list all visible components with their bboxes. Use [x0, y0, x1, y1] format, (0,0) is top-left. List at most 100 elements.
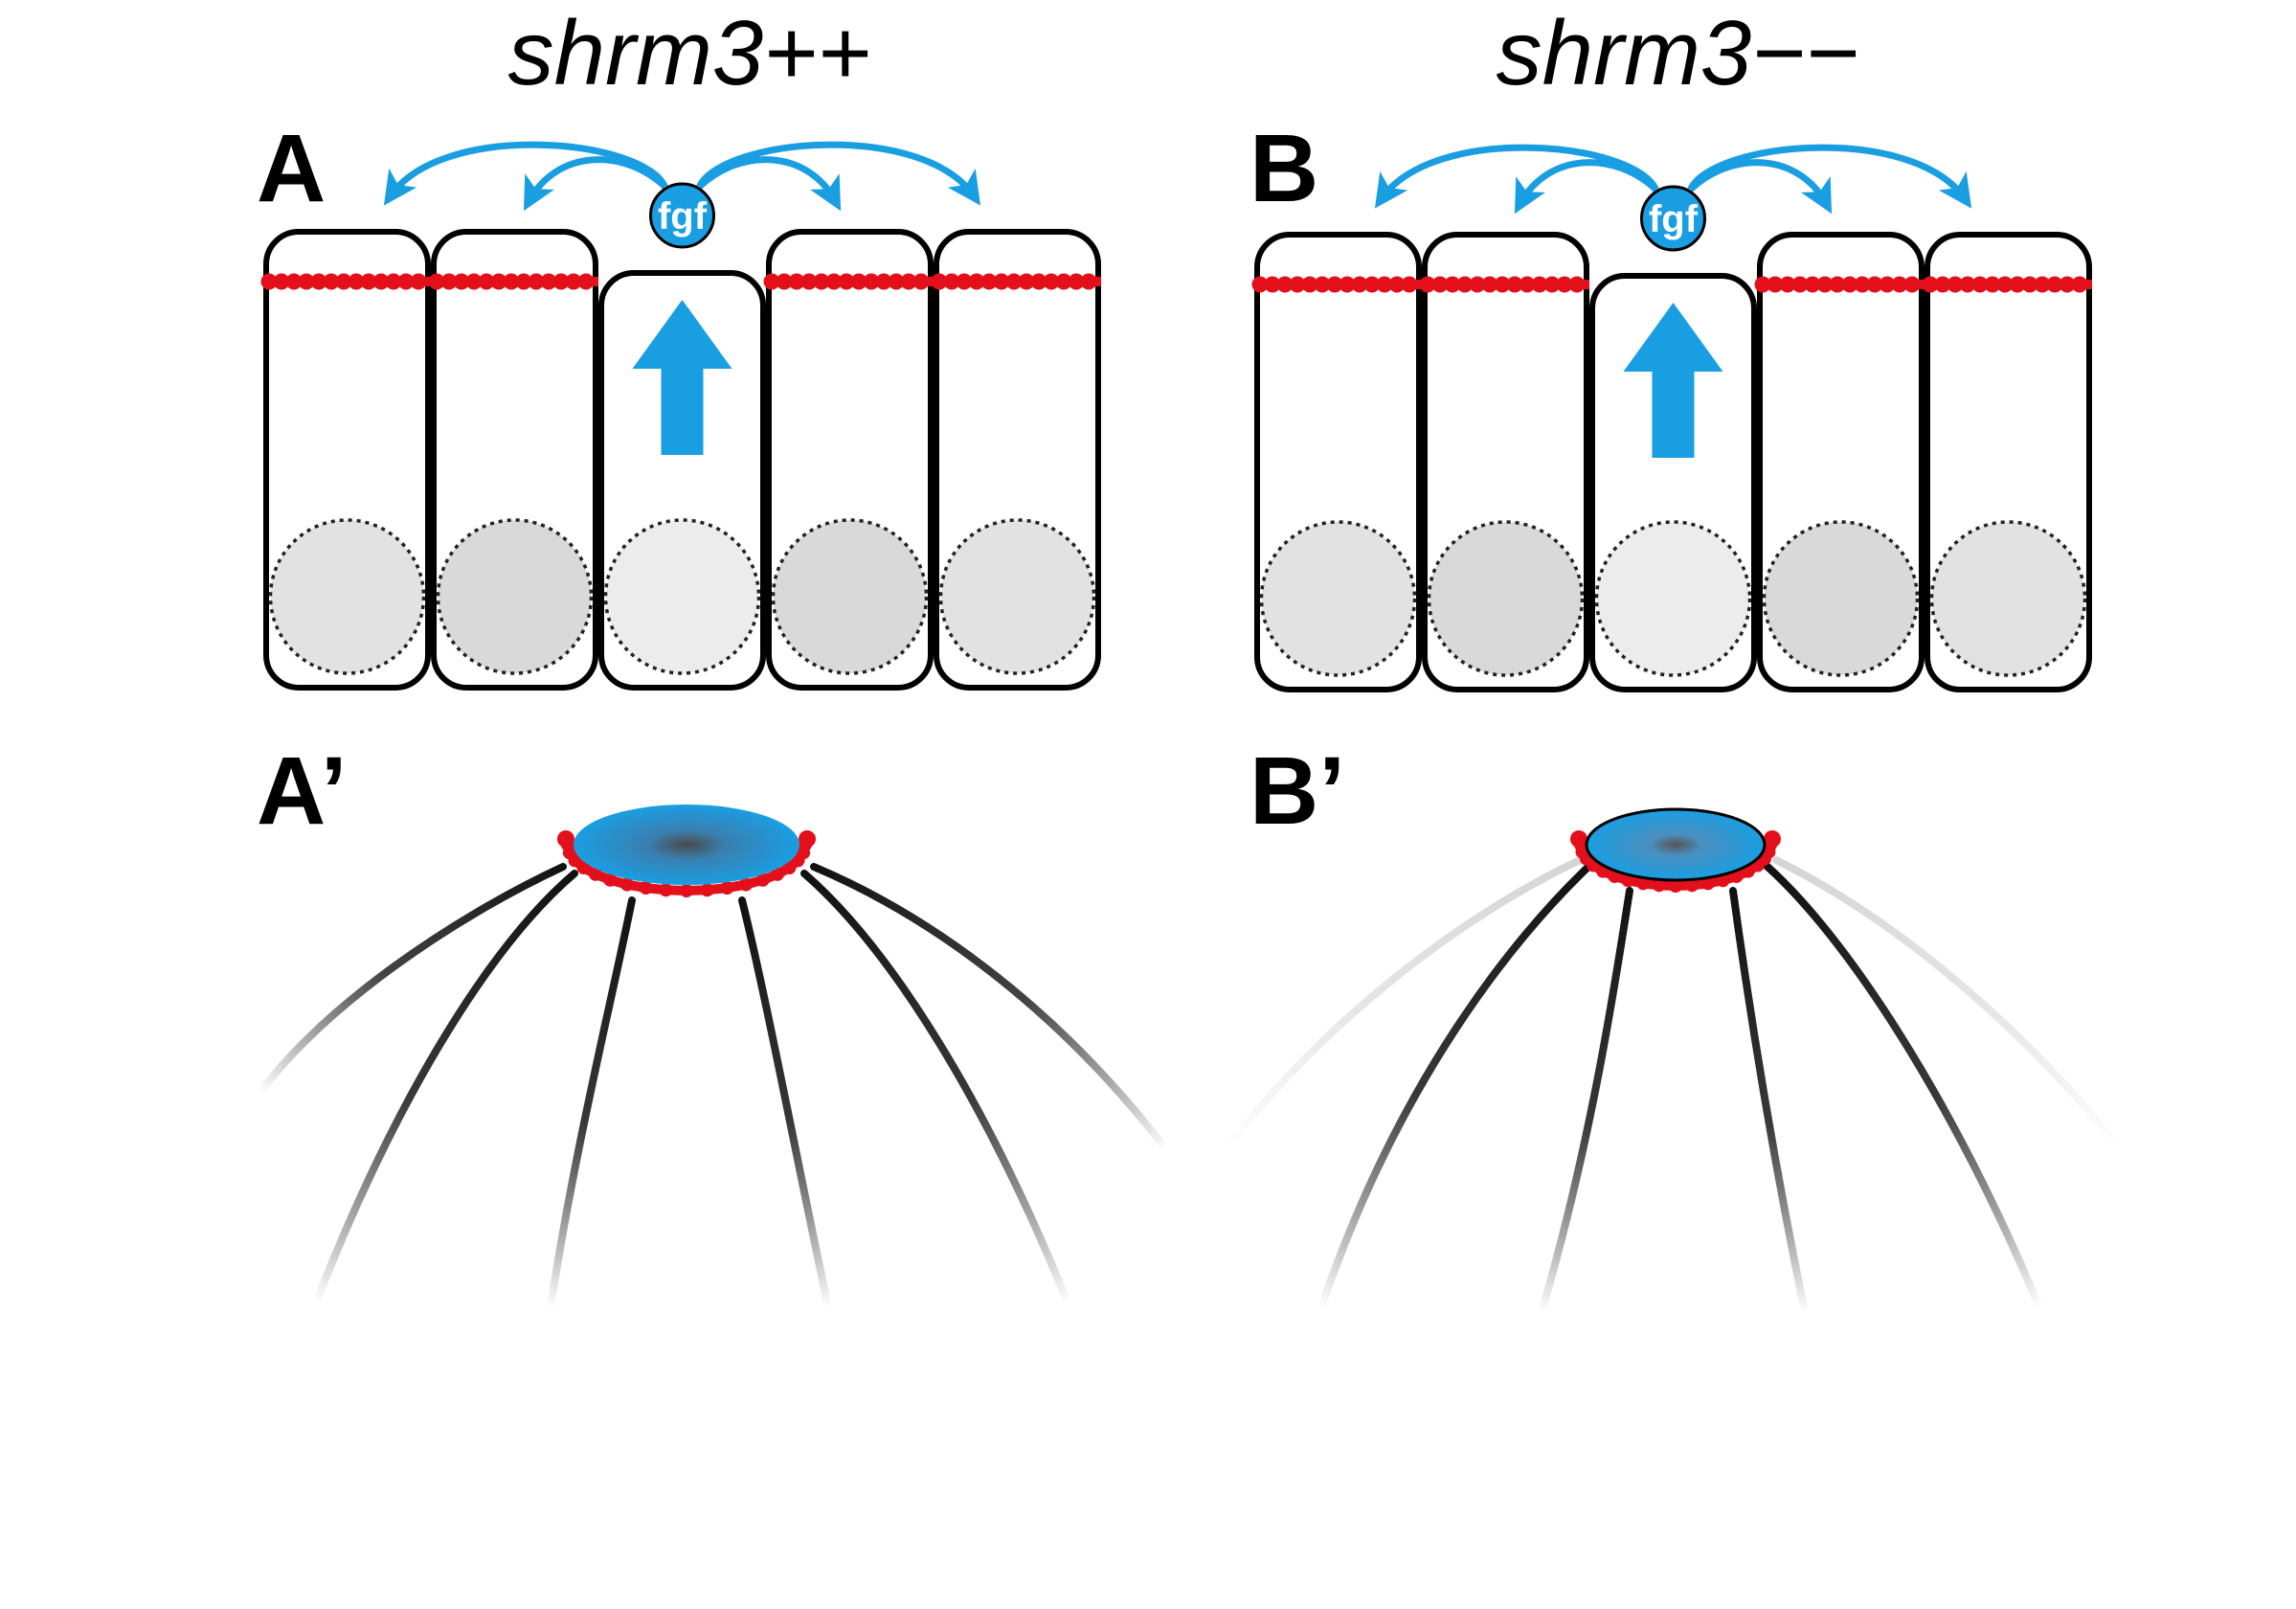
nucleus-icon [938, 518, 1096, 675]
apical-junction [428, 273, 598, 290]
junction-bead [565, 273, 582, 290]
junction-bead [1376, 276, 1393, 293]
junction-bead [1531, 276, 1548, 293]
junction-bead [968, 273, 985, 290]
epithelial-cell [763, 229, 934, 691]
junction-bead [1068, 273, 1085, 290]
junction-bead [1947, 276, 1964, 293]
nucleus-icon [1259, 520, 1417, 677]
junction-bead [1804, 276, 1821, 293]
junction-bead [1829, 276, 1846, 293]
junction-bead [1339, 276, 1356, 293]
rosette-cell-boundary [1538, 887, 1633, 1316]
junction-bead [1301, 276, 1318, 293]
junction-bead [1519, 276, 1536, 293]
signaling-arrow [1514, 159, 1658, 215]
junction-bead [1779, 276, 1796, 293]
junction-bead [1700, 876, 1715, 891]
junction-bead [1251, 276, 1269, 293]
nucleus-icon [268, 518, 426, 675]
junction-bead [1854, 276, 1871, 293]
junction-bead [770, 867, 784, 881]
junction-bead [310, 273, 327, 290]
junction-bead [552, 273, 570, 290]
junction-bead [1289, 276, 1306, 293]
junction-bead [1841, 276, 1858, 293]
junction-bead [2009, 276, 2026, 293]
junction-bead [1816, 276, 1834, 293]
apical-arrow-icon [1623, 303, 1723, 458]
junction-bead [503, 273, 520, 290]
signaling-arrow [697, 156, 842, 212]
fgf-label: fgf [658, 195, 708, 238]
junction-bead [465, 273, 483, 290]
apical-arrow-icon [632, 300, 732, 455]
junction-bead [782, 861, 797, 874]
junction-bead [1543, 276, 1561, 293]
junction-bead [813, 273, 830, 290]
apical-junction [1251, 276, 1422, 293]
junction-bead [2021, 276, 2038, 293]
junction-bead [1934, 276, 1951, 293]
junction-bead [1767, 276, 1784, 293]
junction-bead [478, 273, 495, 290]
junction-bead [348, 273, 365, 290]
junction-bead [260, 273, 278, 290]
junction-bead [1984, 276, 2001, 293]
junction-bead [639, 881, 653, 895]
apical-junction [1419, 276, 1589, 293]
junction-bead [1570, 830, 1587, 848]
junction-bead [1055, 273, 1072, 290]
signaling-arrow [696, 141, 981, 206]
nucleus-icon [436, 518, 594, 675]
junction-bead [372, 273, 390, 290]
fgf-circle [1640, 185, 1706, 252]
genotype-label-wildtype: shrm3++ [508, 2, 871, 104]
junction-bead [540, 273, 557, 290]
fgf-label: fgf [1649, 198, 1699, 240]
junction-bead [956, 273, 973, 290]
apical-junction [260, 273, 431, 290]
junction-bead [1456, 276, 1474, 293]
junction-bead [515, 273, 532, 290]
junction-bead [410, 273, 427, 290]
junction-bead [1959, 276, 1976, 293]
junction-bead [1080, 273, 1097, 290]
rosette-mutant [1222, 807, 2125, 1316]
junction-bead [603, 872, 618, 887]
apical-junction [1922, 276, 2092, 293]
panel-letter-a-prime: A’ [257, 737, 347, 845]
junction-bead [1326, 276, 1343, 293]
junction-bead [2071, 276, 2088, 293]
nucleus-icon [603, 518, 761, 675]
junction-bead [1669, 879, 1682, 893]
junction-bead [1996, 276, 2014, 293]
panel-letter-b-prime: B’ [1249, 737, 1345, 845]
junction-bead [1791, 276, 1809, 293]
junction-bead [720, 881, 734, 895]
junction-bead [659, 883, 673, 897]
junction-bead [788, 273, 805, 290]
junction-bead [2046, 276, 2063, 293]
junction-bead [1652, 878, 1666, 893]
junction-bead [900, 273, 917, 290]
signaling-arrow [383, 141, 668, 206]
junction-bead [1018, 273, 1035, 290]
epithelial-cell [1251, 232, 1422, 692]
junction-bead [799, 830, 816, 848]
junction-bead [1030, 273, 1047, 290]
junction-bead [1879, 276, 1896, 293]
epithelium-wildtype: fgf [260, 141, 1101, 691]
fgf-signal-icon: fgf [1640, 185, 1706, 252]
nucleus-icon [1762, 520, 1920, 677]
junction-bead [931, 273, 948, 290]
rosette-cell-boundary [810, 863, 1170, 1153]
genotype-label-mutant: shrm3−− [1497, 2, 1859, 104]
signaling-arrow [523, 156, 667, 212]
rosette-wildtype [257, 804, 1170, 1311]
junction-bead [700, 883, 714, 897]
junction-bead [1971, 276, 1989, 293]
nucleus-icon [1427, 520, 1585, 677]
junction-bead [680, 884, 693, 897]
junction-bead [800, 273, 818, 290]
